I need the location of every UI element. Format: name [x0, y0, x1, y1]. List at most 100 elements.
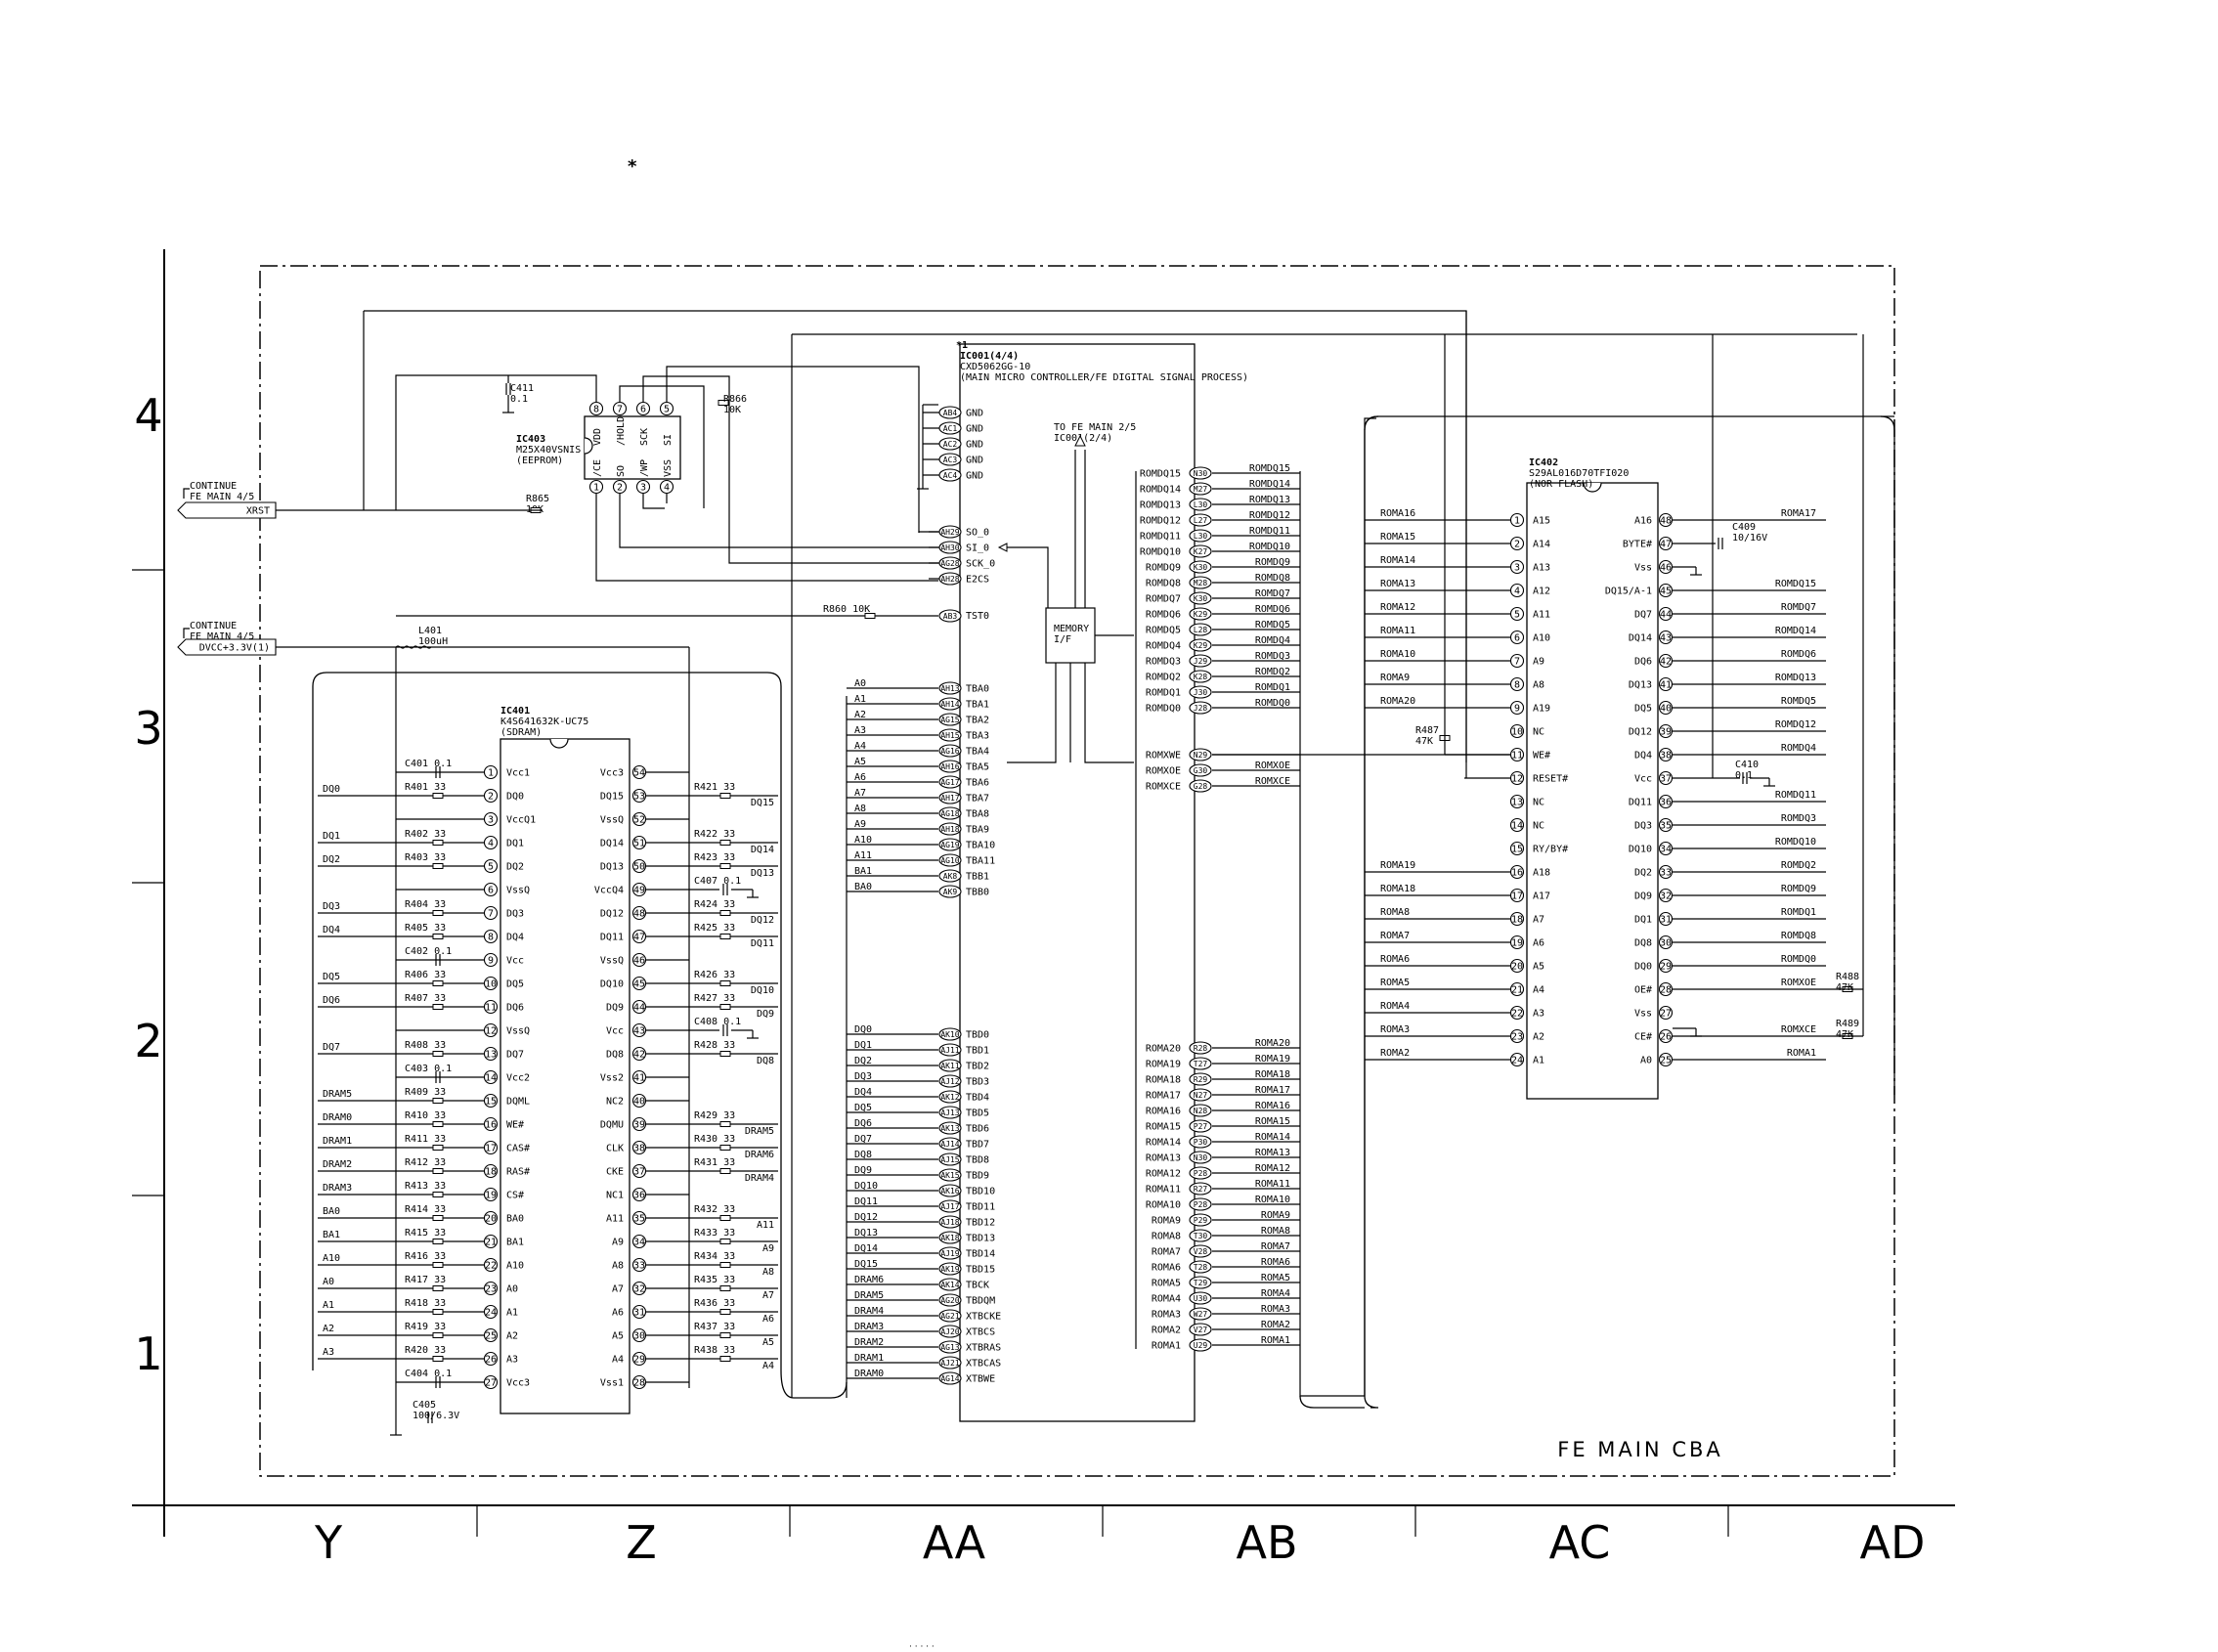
- ic401-res-label: R426 33: [694, 970, 735, 980]
- ic001-net-label: DRAM3: [854, 1322, 884, 1332]
- ic401-res-label: R433 33: [694, 1228, 735, 1239]
- ic403-ref: IC403: [516, 434, 545, 445]
- ic001-net-label: DQ3: [854, 1071, 872, 1082]
- ic402-pin-34: [1658, 841, 1674, 856]
- ic401-pin-36: [631, 1187, 647, 1202]
- ic001-pin-P28: P28: [1194, 1200, 1208, 1209]
- sck-wire: [642, 375, 730, 547]
- ic001-pin-name: E2CS: [966, 575, 989, 586]
- ic401-pin-42: 42: [633, 1050, 645, 1061]
- ic401-pin-49: [631, 882, 647, 897]
- r866-symbol: [718, 400, 729, 406]
- ic401-net-label: DQ14: [751, 845, 774, 855]
- ic402-body: [1526, 482, 1659, 1100]
- ic402-pin-44: 44: [1660, 610, 1672, 621]
- ic403-part: M25X40VSNIS: [516, 445, 581, 456]
- ic402-net-label: ROMA18: [1380, 884, 1415, 894]
- ic001-pin-AJ11: AJ11: [940, 1046, 959, 1055]
- ic401-pin-name: A11: [606, 1214, 624, 1225]
- ic001-pin-name: ROMA14: [1146, 1138, 1181, 1149]
- ic001-net-label: A3: [854, 725, 866, 736]
- ic001-pin-J30: [1189, 685, 1212, 699]
- roma-net-label: ROMA19: [1255, 1054, 1290, 1065]
- ic401-pin-6: [483, 882, 499, 897]
- romdq-net-label: ROMDQ8: [1255, 573, 1290, 584]
- roma-net-label: ROMA11: [1255, 1179, 1290, 1190]
- ic001-pin-K29: [1189, 607, 1212, 621]
- ic001-pin-AH28: [938, 572, 962, 586]
- memory-if-label: MEMORY: [1054, 624, 1089, 634]
- ic401-res-label: R405 33: [405, 923, 446, 934]
- ic401-net-label: DRAM4: [745, 1173, 774, 1184]
- ic402-net-label: ROMA12: [1380, 602, 1415, 613]
- c411-label: C411: [510, 383, 534, 394]
- row-label-1: 1: [134, 1327, 162, 1380]
- resistor-symbol: [432, 1192, 444, 1197]
- ic402-pin-name: A8: [1533, 680, 1544, 691]
- ic402-pin-10: [1509, 723, 1525, 739]
- spi-wire: [728, 547, 938, 564]
- ic402-pin-33: [1658, 864, 1674, 880]
- ic001-pin-name: TBD0: [966, 1030, 989, 1041]
- roma-net-label: ROMA12: [1255, 1163, 1290, 1174]
- ic402-ref: IC402: [1529, 457, 1558, 468]
- ic401-net-label: DQ7: [323, 1042, 340, 1053]
- ic401-pin-41: 41: [633, 1073, 645, 1084]
- ic401-pin-37: 37: [633, 1167, 645, 1178]
- ic401-pin-name: DQ7: [506, 1050, 524, 1061]
- ic001-pin-name: XTBCAS: [966, 1359, 1001, 1369]
- ic403-pin-3: 3: [640, 483, 646, 494]
- ic001-pin-AK12: AK12: [940, 1093, 959, 1102]
- ic001-pin-L28: [1189, 623, 1212, 636]
- ic001-pin-name: TBA3: [966, 731, 989, 742]
- ic402-pin-name: DQ13: [1629, 680, 1652, 691]
- ic401-pin-39: 39: [633, 1120, 645, 1131]
- ic401-pin-name: BA1: [506, 1238, 524, 1248]
- continue-note-top: CONTINUE: [190, 481, 237, 492]
- ic402-desc: (NOR FLASH): [1529, 479, 1593, 490]
- ic401-pin-26: 26: [485, 1355, 497, 1366]
- ic001-pin-K27: K27: [1194, 547, 1208, 556]
- continue-note-mid: FE MAIN 4/5: [190, 631, 254, 642]
- ic403-pin-7: [612, 401, 628, 416]
- ic401-pin-51: [631, 835, 647, 850]
- ic001-pin-AJ11: [938, 1043, 962, 1057]
- roma-net-label: ROMA18: [1255, 1069, 1290, 1080]
- ic402-net-label: ROMA8: [1380, 907, 1410, 918]
- romdq-net-label: ROMDQ11: [1249, 526, 1290, 537]
- romctl-net-label: ROMXCE: [1255, 776, 1290, 787]
- ic001-pin-name: SCK_0: [966, 559, 995, 570]
- ic401-pin-name: Vcc1: [506, 768, 530, 779]
- ic001-pin-P28: [1189, 1197, 1212, 1211]
- ic402-net-label: ROMDQ15: [1775, 579, 1816, 589]
- ic401-res-label: R425 33: [694, 923, 735, 934]
- ic001-pin-name: ROMA8: [1152, 1232, 1181, 1242]
- ic402-pin-name: DQ8: [1634, 938, 1652, 949]
- ic402-net-label: ROMDQ3: [1781, 813, 1816, 824]
- ic001-pin-name: TBD11: [966, 1202, 995, 1213]
- ic401-pin-52: 52: [633, 815, 645, 826]
- ic402-pin-37: 37: [1660, 774, 1672, 785]
- ic001-pin-AG18: [938, 806, 962, 820]
- arrow-head: [997, 543, 1008, 552]
- ic402-pin-name: A2: [1533, 1032, 1544, 1043]
- ic402-pin-22: 22: [1511, 1009, 1523, 1020]
- ic401-pin-12: 12: [485, 1026, 497, 1037]
- ic401-pin-37: [631, 1163, 647, 1179]
- roma-net-label: ROMA20: [1255, 1038, 1290, 1049]
- ic401-pin-11: [483, 999, 499, 1015]
- ic001-pin-name: TBD4: [966, 1093, 989, 1104]
- ic001-pin-AK11: AK11: [940, 1062, 959, 1070]
- ic001-body: [959, 343, 1196, 1422]
- ic402-pin-15: 15: [1511, 845, 1523, 855]
- ic001-pin-AK19: [938, 1262, 962, 1276]
- ic001-pin-name: TBA4: [966, 747, 989, 758]
- ic402-pin-name: A18: [1533, 868, 1550, 879]
- ic401-pin-name: DQ8: [606, 1050, 624, 1061]
- ic001-pin-R29: R29: [1194, 1075, 1208, 1084]
- ic402-pin-28: [1658, 981, 1674, 997]
- ic001-pin-AG16: AG16: [940, 747, 959, 756]
- resistor-symbol: [432, 980, 444, 986]
- ic001-pin-name: ROMXWE: [1146, 751, 1181, 761]
- ic401-net-label: BA0: [323, 1206, 340, 1217]
